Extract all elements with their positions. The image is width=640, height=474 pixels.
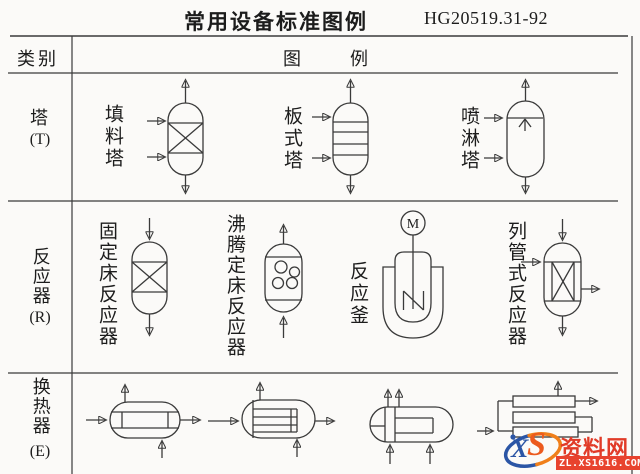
watermark-letter-x: X (511, 434, 529, 463)
row-category-reactor: 反应器 (30, 247, 51, 306)
label-plate-tower: 板式塔 (280, 106, 302, 172)
plate-tower-symbol (312, 81, 369, 192)
label-reaction-kettle: 反应釜 (346, 261, 368, 327)
logo-dot (510, 434, 516, 440)
row-category-tower: 塔 (30, 108, 48, 128)
watermark: X S 资料网 ZL.XS1616.COM (498, 426, 640, 474)
fixed-bed-reactor-symbol (131, 218, 168, 334)
jacket (382, 266, 444, 339)
tube-reactor-symbol (521, 219, 598, 334)
watermark-site-url: ZL.XS1616.COM (556, 456, 640, 470)
label-packed-tower: 填料塔 (101, 104, 123, 170)
column-header-legend-char1: 图 (283, 49, 304, 69)
impeller (402, 290, 425, 311)
watermark-logo-icon (503, 432, 563, 468)
spray-tower-symbol (484, 81, 545, 192)
row-category-heat-exchanger: 换热器 (30, 377, 51, 436)
heat-exchanger-fixed-tubesheet-symbol (86, 386, 199, 458)
inner-vessel (394, 251, 432, 323)
watermark-letter-s: S (527, 426, 546, 463)
column-header-legend-char2: 例 (350, 49, 371, 69)
heat-exchanger-plate-symbol (477, 383, 596, 438)
row-code-reactor: (R) (29, 309, 51, 326)
label-tube-reactor: 列管式反应器 (504, 221, 526, 347)
column-header-category: 类别 (17, 49, 59, 69)
label-spray-tower: 喷淋塔 (457, 106, 479, 172)
heat-exchanger-kettle-symbol (369, 391, 454, 464)
motor-label: M (407, 217, 420, 232)
label-fluidized-bed-reactor: 沸腾定床反应器 (223, 214, 245, 358)
label-fixed-bed-reactor: 固定床反应器 (95, 221, 117, 347)
row-code-tower: (T) (29, 131, 51, 148)
table-grid (8, 35, 633, 474)
page-title: 常用设备标准图例 (184, 10, 368, 34)
heat-exchanger-utube-symbol (208, 384, 333, 457)
standard-code: HG20519.31-92 (424, 8, 548, 28)
packed-tower-symbol (147, 81, 204, 192)
reaction-kettle-symbol: M (382, 210, 444, 339)
fluidized-bed-reactor-symbol (264, 226, 303, 338)
row-code-heat-exchanger: (E) (29, 443, 51, 460)
